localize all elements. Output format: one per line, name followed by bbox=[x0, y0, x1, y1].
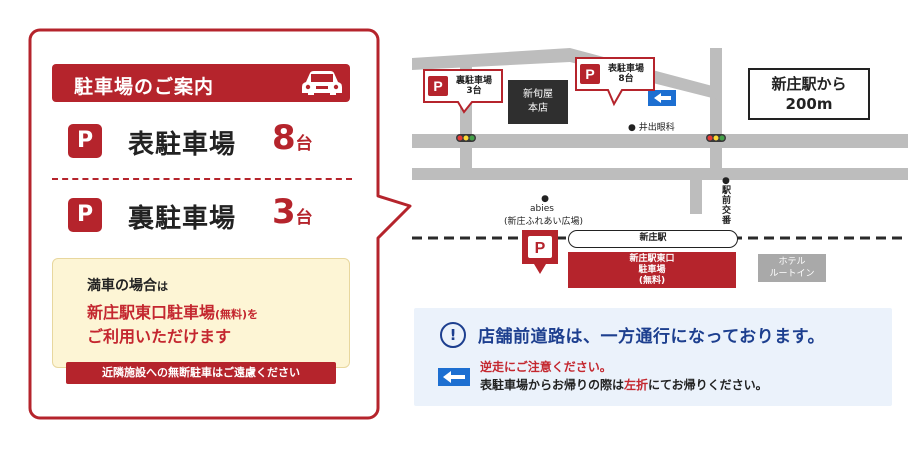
front-lot-count-number: 8 bbox=[272, 118, 296, 158]
full-notice-line1-small: は bbox=[157, 280, 168, 293]
full-notice-line1-main: 満車の場合 bbox=[87, 278, 157, 294]
shop-building: 新旬屋 本店 bbox=[508, 80, 568, 124]
exit-instruction: 表駐車場からお帰りの際は左折にてお帰りください。 bbox=[480, 376, 768, 393]
traffic-light-icon bbox=[456, 134, 476, 142]
landmark-abies: abies bbox=[530, 204, 554, 214]
hotel-building: ホテル ルートイン bbox=[758, 254, 826, 282]
east-lot-name: 新庄駅東口駐車場 bbox=[87, 303, 216, 322]
east-lot-marker: P bbox=[522, 230, 558, 274]
exit-instruction-after: にてお帰りください。 bbox=[648, 378, 768, 392]
left-turn-highlight: 左折 bbox=[624, 378, 649, 392]
svg-text:P: P bbox=[433, 78, 442, 94]
east-exit-parking: 新庄駅東口 駐車場 (無料) bbox=[568, 252, 736, 288]
east-lot-line2: 駐車場 bbox=[638, 265, 666, 275]
full-notice-line3: ご利用いただけます bbox=[87, 327, 232, 346]
parking-guide-title: 駐車場のご案内 bbox=[74, 76, 215, 98]
distance-label: 新庄駅から 200m bbox=[748, 68, 870, 120]
no-parking-notice: 近隣施設への無断駐車はご遠慮ください bbox=[66, 362, 336, 384]
hotel-line2: ルートイン bbox=[769, 269, 815, 279]
full-notice-line2-tail: を bbox=[247, 308, 259, 321]
parking-p-icon: P bbox=[68, 198, 102, 232]
one-way-title: 店舗前道路は、一方通行になっております。 bbox=[478, 327, 825, 347]
front-lot-callout-line2: 8台 bbox=[618, 74, 634, 84]
roads bbox=[412, 48, 908, 214]
left-arrow-icon bbox=[438, 368, 470, 386]
distance-label-line1: 新庄駅から bbox=[771, 75, 847, 93]
police-box-dot: ● bbox=[722, 176, 730, 186]
rear-lot-callout: P bbox=[423, 69, 503, 114]
exclamation-icon: ! bbox=[440, 322, 466, 348]
east-lot-line1: 新庄駅東口 bbox=[629, 254, 675, 264]
lot-divider bbox=[52, 178, 352, 180]
hotel-line1: ホテル bbox=[778, 257, 806, 267]
station-building: 新庄駅 bbox=[568, 230, 738, 248]
one-way-arrow-icon bbox=[648, 90, 676, 106]
front-lot-callout-label: 表駐車場 8台 bbox=[602, 64, 650, 84]
distance-label-line2: 200m bbox=[785, 95, 833, 113]
front-lot-callout-line1: 表駐車場 bbox=[607, 64, 644, 74]
full-notice-line2: 新庄駅東口駐車場(無料)を bbox=[87, 299, 258, 323]
front-lot-count-unit: 台 bbox=[295, 134, 313, 154]
free-label: (無料) bbox=[215, 308, 248, 321]
landmark-abies-dot: ● bbox=[541, 194, 549, 204]
east-lot-line3: (無料) bbox=[638, 276, 666, 286]
car-icon bbox=[302, 71, 342, 95]
rear-lot-callout-label: 裏駐車場 3台 bbox=[450, 76, 498, 96]
rear-lot-callout-line2: 3台 bbox=[466, 86, 482, 96]
front-lot-name: 表駐車場 bbox=[128, 130, 237, 160]
landmark-abies-sub: (新庄ふれあい広場) bbox=[504, 217, 584, 227]
exit-instruction-before: 表駐車場からお帰りの際は bbox=[480, 378, 625, 392]
traffic-light-icon bbox=[706, 134, 726, 142]
front-lot-callout: P bbox=[575, 57, 655, 107]
area-map: P P P bbox=[412, 48, 908, 274]
front-lot-count: 8台 bbox=[272, 118, 313, 158]
full-lot-notice: 満車の場合は 新庄駅東口駐車場(無料)を ご利用いただけます bbox=[52, 258, 350, 368]
police-box-label: 駅前交番 bbox=[722, 186, 732, 226]
rear-lot-callout-line1: 裏駐車場 bbox=[455, 76, 492, 86]
full-notice-line1: 満車の場合は bbox=[87, 275, 168, 295]
svg-text:P: P bbox=[585, 66, 594, 82]
parking-guide-header: 駐車場のご案内 bbox=[52, 64, 350, 102]
parking-p-icon: P bbox=[68, 124, 102, 158]
rear-lot-count-number: 3 bbox=[272, 192, 296, 232]
wrong-way-warning: 逆走にご注意ください。 bbox=[480, 360, 612, 374]
landmark-clinic: ● 井出眼科 bbox=[628, 123, 675, 133]
shop-name-line2: 本店 bbox=[528, 103, 548, 114]
rear-lot-name: 裏駐車場 bbox=[128, 204, 237, 234]
shop-name-line1: 新旬屋 bbox=[523, 89, 553, 100]
rear-lot-count: 3台 bbox=[272, 192, 313, 232]
one-way-notice: ! 店舗前道路は、一方通行になっております。 逆走にご注意ください。 表駐車場か… bbox=[414, 308, 892, 406]
rear-lot-count-unit: 台 bbox=[295, 208, 313, 228]
svg-text:P: P bbox=[535, 240, 546, 257]
